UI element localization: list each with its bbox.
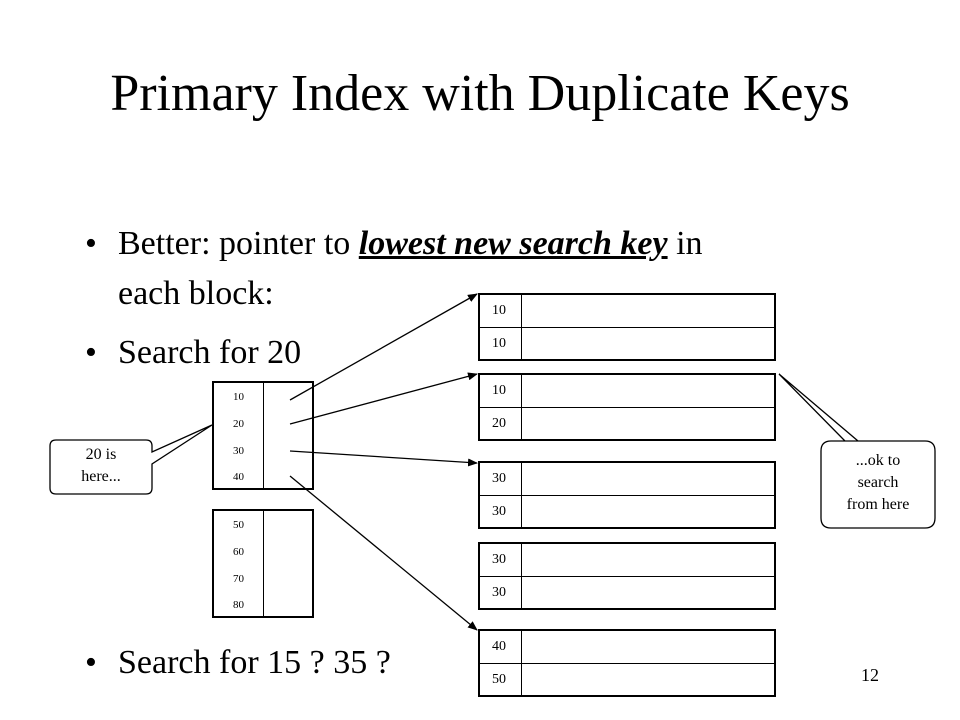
index-row: 80	[214, 592, 312, 618]
right-callout-line1: ...ok to	[855, 452, 901, 469]
bullet-text-post: in	[667, 225, 703, 262]
index-key: 40	[214, 464, 264, 490]
pointer-arrow-40	[289, 475, 478, 631]
data-block-1: 10 10	[478, 293, 776, 361]
bullet-dot: •	[85, 334, 97, 371]
index-row: 10	[214, 383, 312, 410]
right-callout-line2: search	[857, 474, 899, 491]
index-key: 60	[214, 538, 264, 565]
index-block-2: 50 60 70 80	[212, 509, 314, 618]
index-row: 60	[214, 538, 312, 565]
data-record: 50	[480, 663, 774, 695]
index-key: 70	[214, 565, 264, 592]
record-key: 50	[480, 664, 522, 695]
emphasized-phrase: lowest new search key	[358, 225, 668, 262]
record-key: 10	[480, 295, 522, 327]
record-key: 20	[480, 408, 522, 439]
index-row: 50	[214, 511, 312, 538]
left-callout-line2: here...	[81, 468, 121, 485]
index-block-1: 10 20 30 40	[212, 381, 314, 490]
slide-title: Primary Index with Duplicate Keys	[110, 65, 850, 122]
bullet-dot: •	[85, 644, 97, 681]
right-callout-shape	[778, 373, 936, 529]
record-key: 30	[480, 496, 522, 527]
data-record: 30	[480, 576, 774, 608]
pointer-arrow-20	[289, 372, 478, 425]
bullet-text: Better: pointer to lowest new search key…	[118, 223, 703, 265]
record-key: 10	[480, 328, 522, 359]
index-key: 30	[214, 437, 264, 464]
data-record: 10	[480, 327, 774, 359]
data-record: 30	[480, 463, 774, 495]
index-key: 50	[214, 511, 264, 538]
bullet-text: Search for 20	[118, 334, 302, 371]
right-callout-text: ...ok to search from here	[822, 450, 934, 516]
data-record: 30	[480, 544, 774, 576]
left-callout-shape	[49, 424, 213, 495]
record-key: 40	[480, 631, 522, 663]
data-block-4: 30 30	[478, 542, 776, 610]
bullet-text-line2: each block:	[118, 275, 274, 312]
data-block-3: 30 30	[478, 461, 776, 529]
data-record: 10	[480, 375, 774, 407]
index-key: 10	[214, 383, 264, 410]
data-block-5: 40 50	[478, 629, 776, 697]
index-row: 20	[214, 410, 312, 437]
data-record: 30	[480, 495, 774, 527]
left-callout-line1: 20 is	[85, 446, 117, 463]
record-key: 30	[480, 577, 522, 608]
data-record: 40	[480, 631, 774, 663]
bullet-dot: •	[85, 225, 97, 262]
right-callout-line3: from here	[846, 496, 910, 513]
record-key: 10	[480, 375, 522, 407]
bullet-text-pre: Better: pointer to	[118, 225, 359, 262]
left-callout-text: 20 is here...	[52, 444, 150, 488]
page-number: 12	[861, 665, 879, 685]
record-key: 30	[480, 463, 522, 495]
index-row: 70	[214, 565, 312, 592]
data-record: 10	[480, 295, 774, 327]
record-key: 30	[480, 544, 522, 576]
index-key: 80	[214, 592, 264, 618]
index-row: 40	[214, 464, 312, 490]
data-block-2: 10 20	[478, 373, 776, 441]
index-row: 30	[214, 437, 312, 464]
data-record: 20	[480, 407, 774, 439]
bullet-text: Search for 15 ? 35 ?	[118, 644, 391, 681]
pointer-arrow-30	[289, 450, 478, 467]
pointer-arrow-10	[289, 293, 478, 401]
index-key: 20	[214, 410, 264, 437]
